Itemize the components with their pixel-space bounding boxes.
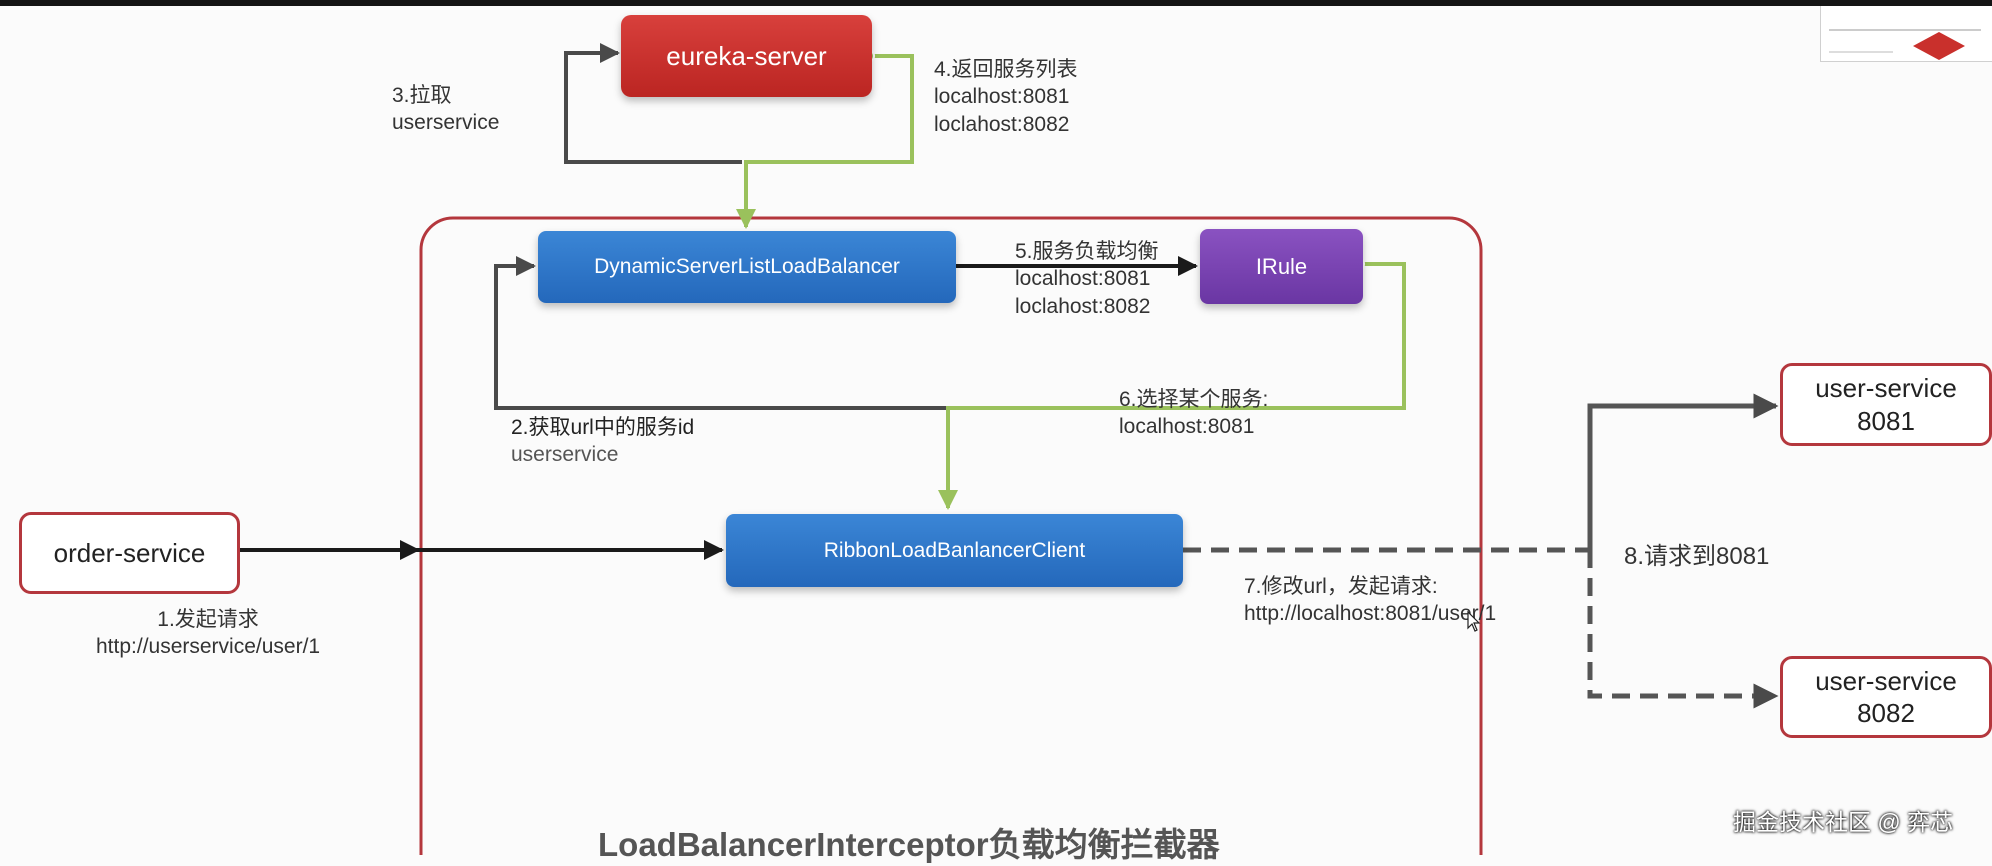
step-8-label: 8.请求到8081 [1624, 541, 1769, 572]
arrow-to-user-service-8081 [1587, 393, 1779, 550]
user-service-8082-name: user-service [1815, 665, 1957, 696]
irule-node: IRule [1200, 229, 1363, 304]
step-7-detail: http://localhost:8081/user/1 [1244, 602, 1497, 626]
step-6-title: 6.选择某个服务: [1119, 388, 1269, 411]
step-5-line1: localhost:8081 [1015, 267, 1151, 291]
step-3-label: 3.拉取 userservice [392, 82, 499, 137]
step-4-label: 4.返回服务列表 localhost:8081 loclahost:8082 [934, 56, 1078, 138]
step-5-line2: loclahost:8082 [1015, 294, 1151, 318]
step-3-detail: userservice [392, 111, 500, 135]
step-7-label: 7.修改url，发起请求: http://localhost:8081/user… [1244, 573, 1496, 628]
step-5-label: 5.服务负载均衡 localhost:8081 loclahost:8082 [1015, 238, 1159, 320]
order-service-node: order-service [19, 512, 240, 594]
arrow-return-list [736, 54, 914, 229]
ribbon-client-label: RibbonLoadBanlancerClient [823, 538, 1086, 562]
eureka-server-node: eureka-server [621, 15, 872, 97]
step-2-title: 2.获取url中的服务id [511, 416, 695, 439]
arrow-get-service-id [494, 256, 948, 410]
step-1-label: 1.发起请求 http://userservice/user/1 [96, 606, 320, 661]
arrow-to-user-service-8082 [1587, 550, 1779, 709]
arrow-pull-service [564, 43, 742, 164]
dynamic-lb-label: DynamicServerListLoadBalancer [594, 255, 900, 278]
step-2-label: 2.获取url中的服务id userservice [511, 414, 694, 469]
step-7-title: 7.修改url，发起请求: [1244, 575, 1438, 598]
irule-label: IRule [1255, 253, 1308, 279]
order-service-label: order-service [53, 537, 206, 568]
step-4-line2: loclahost:8082 [934, 112, 1070, 136]
watermark: 掘金技术社区 @ 弈芯 [1733, 809, 1954, 835]
step-6-detail: localhost:8081 [1119, 415, 1255, 439]
slide-thumbnail [1820, 6, 1992, 62]
step-1-detail: http://userservice/user/1 [96, 635, 321, 659]
eureka-server-label: eureka-server [666, 40, 827, 71]
thumbnail-diamond [1829, 29, 1981, 60]
dynamic-lb-node: DynamicServerListLoadBalancer [538, 231, 956, 303]
arrow-choose-service [938, 262, 1406, 510]
user-service-8081-node: user-service 8081 [1780, 363, 1992, 446]
user-service-8081-name: user-service [1815, 373, 1957, 403]
step-2-detail: userservice [511, 443, 619, 467]
step-5-title: 5.服务负载均衡 [1015, 240, 1159, 263]
step-6-label: 6.选择某个服务: localhost:8081 [1119, 386, 1268, 441]
user-service-8081-port: 8081 [1857, 405, 1915, 436]
top-bar [0, 0, 1992, 6]
step-3-title: 3.拉取 [392, 84, 452, 107]
step-4-line1: localhost:8081 [934, 85, 1070, 109]
user-service-8082-port: 8082 [1857, 698, 1915, 728]
container-title: LoadBalancerInterceptor负载均衡拦截器 [598, 826, 1220, 863]
user-service-8082-node: user-service 8082 [1780, 656, 1992, 738]
ribbon-client-node: RibbonLoadBanlancerClient [726, 514, 1183, 587]
step-8-title: 8.请求到8081 [1624, 543, 1770, 570]
step-4-title: 4.返回服务列表 [934, 58, 1078, 81]
step-1-title: 1.发起请求 [157, 608, 259, 631]
interceptor-container [419, 216, 1483, 855]
mouse-cursor-icon [1467, 611, 1481, 632]
